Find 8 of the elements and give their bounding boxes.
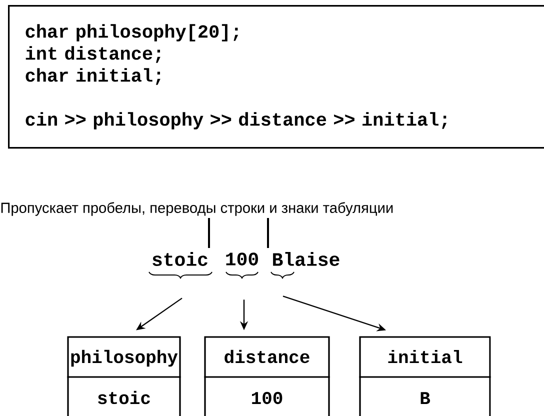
code-box: char philosophy[20]; int distance; char initial; cin >> philosophy >> distance >> initial;	[8, 5, 544, 149]
input-word: Blaise	[273, 252, 340, 266]
input-word: stoic	[152, 252, 208, 266]
variable-box: distance 100	[204, 336, 330, 416]
input-word: 100	[226, 252, 258, 266]
note-text: Пропускает пробелы, переводы строки и знаки табуляции	[1, 202, 393, 216]
variable-box: initial B	[359, 336, 491, 416]
variable-box: philosophy stoic	[67, 336, 181, 416]
